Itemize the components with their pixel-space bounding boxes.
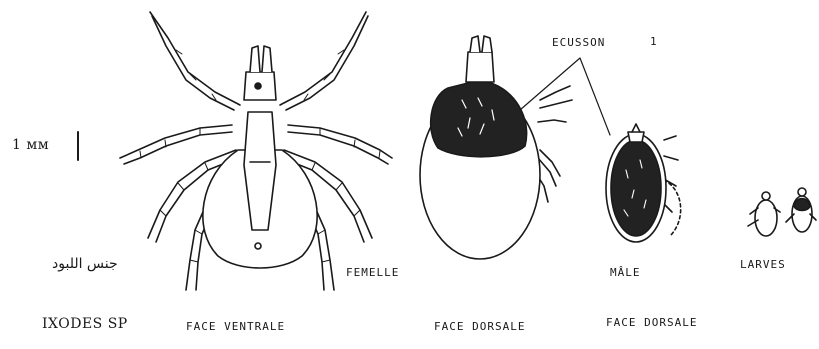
scutum-label: ECUSSON (552, 36, 605, 49)
scale-label: 1 мм (12, 137, 49, 153)
larvae-drawings (748, 188, 816, 236)
female-label: FEMELLE (346, 266, 399, 279)
female-dorsal-capitulum (466, 52, 494, 82)
scutum-mark: 1 (650, 35, 658, 48)
scutum-pointer (520, 58, 610, 135)
female-ventral-tick (120, 12, 392, 290)
leg-left-2 (120, 125, 232, 158)
female-scutum (431, 80, 527, 157)
male-dorsal-view-label: FACE DORSALE (606, 316, 697, 329)
male-scutum (611, 140, 661, 236)
arabic-genus-label: جنس اللبود (52, 256, 118, 272)
male-dorsal-tick (606, 124, 681, 242)
male-capitulum (628, 132, 644, 142)
male-label: MÂLE (610, 266, 641, 279)
leg-right-1 (280, 12, 366, 105)
female-dorsal-view-label: FACE DORSALE (434, 320, 525, 333)
female-ventral-view-label: FACE VENTRALE (186, 320, 285, 333)
larva-1 (755, 200, 777, 236)
leg-left-1 (150, 12, 240, 105)
female-dorsal-tick (420, 36, 572, 259)
larvae-label: LARVES (740, 258, 786, 271)
genus-label: IXODES SP (42, 316, 128, 332)
